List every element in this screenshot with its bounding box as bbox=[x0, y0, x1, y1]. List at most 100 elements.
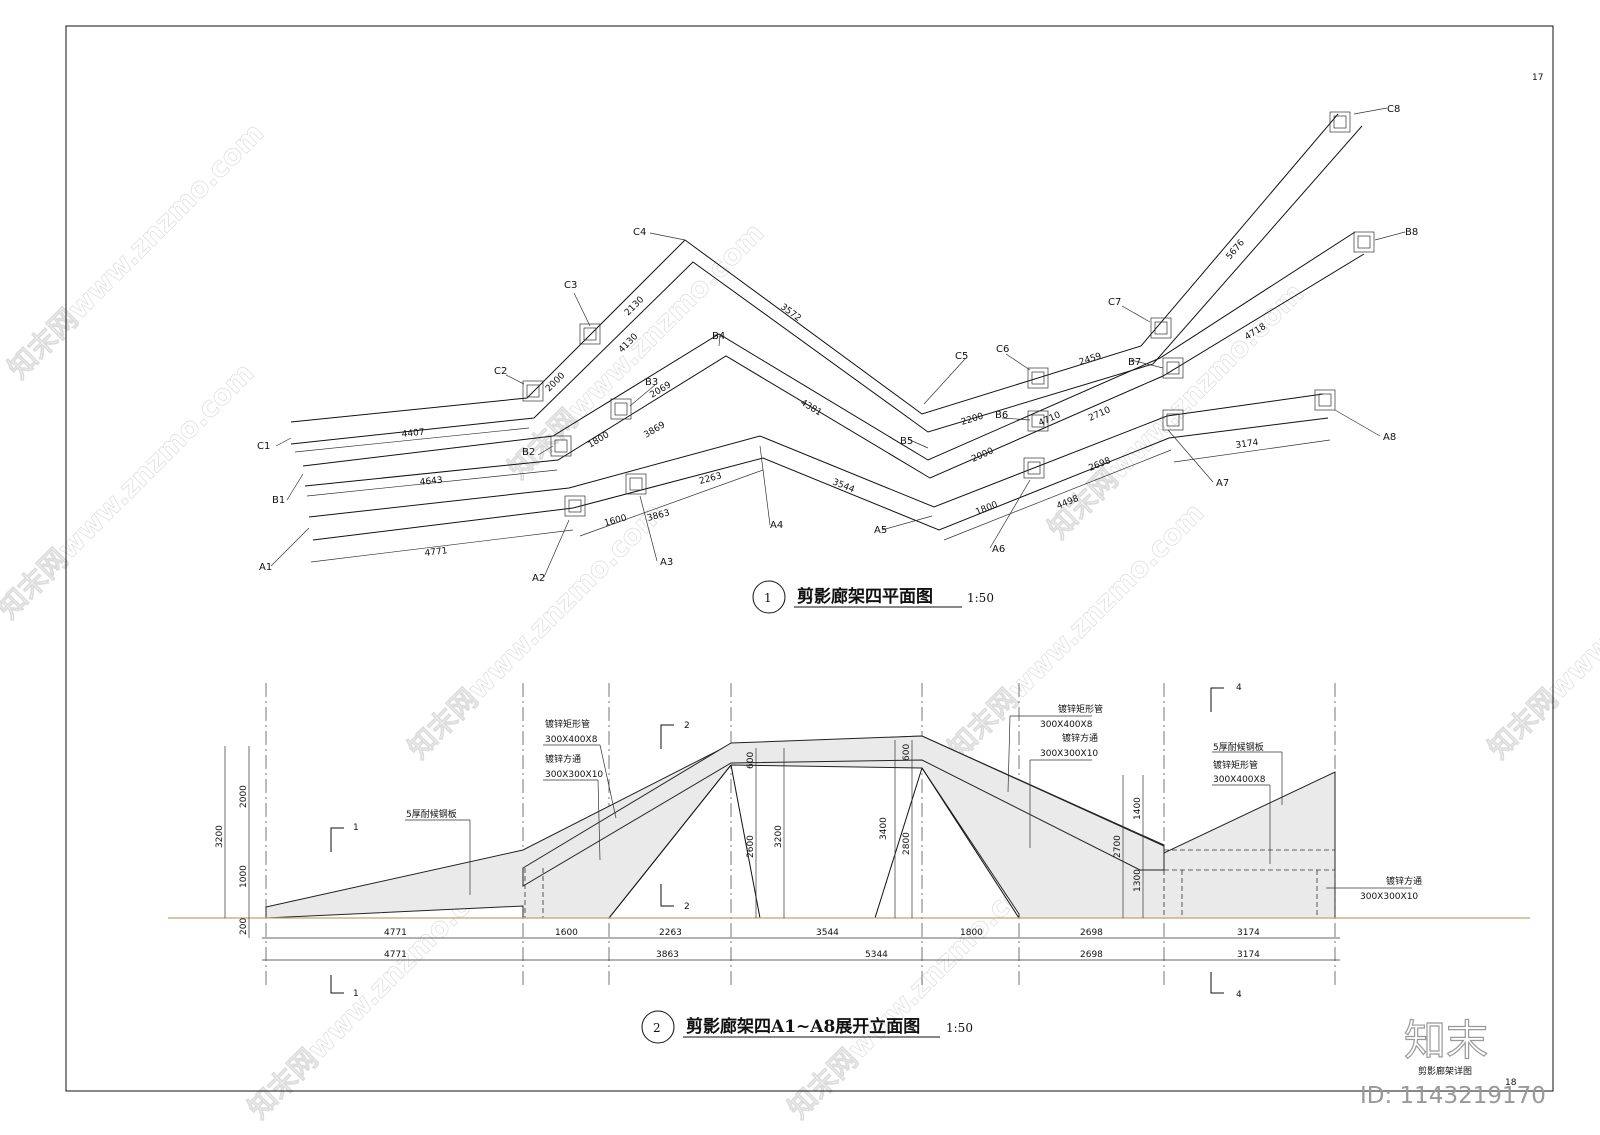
elevation-dim-row1: 4771 1600 2263 3544 1800 2698 3174 bbox=[384, 928, 1260, 938]
svg-text:300X400X8: 300X400X8 bbox=[1040, 720, 1093, 730]
svg-text:A5: A5 bbox=[874, 525, 887, 536]
svg-text:镀锌矩形管: 镀锌矩形管 bbox=[545, 718, 590, 730]
elevation-title: 剪影廊架四A1~A8展开立面图 bbox=[686, 1016, 920, 1037]
brand-watermark: 知末 剪影廊架详图 18 ID: 1143219170 bbox=[1360, 1015, 1546, 1109]
plan-leaders bbox=[270, 107, 1406, 578]
svg-text:C8: C8 bbox=[1387, 104, 1400, 115]
elevation-notes: 5厚耐候钢板 镀锌矩形管 300X400X8 镀锌方通 300X300X10 镀… bbox=[405, 703, 1422, 902]
page-number: 17 bbox=[1532, 73, 1543, 83]
svg-text:5厚耐候钢板: 5厚耐候钢板 bbox=[406, 808, 457, 820]
svg-text:B1: B1 bbox=[272, 495, 285, 506]
svg-text:3174: 3174 bbox=[1237, 950, 1260, 960]
svg-text:B7: B7 bbox=[1128, 357, 1141, 368]
svg-text:C2: C2 bbox=[494, 366, 507, 377]
svg-text:A2: A2 bbox=[532, 573, 545, 584]
svg-text:镀锌方通: 镀锌方通 bbox=[545, 753, 581, 765]
svg-text:A3: A3 bbox=[660, 557, 673, 568]
top-beam bbox=[522, 735, 1165, 887]
svg-text:2459: 2459 bbox=[1078, 352, 1103, 368]
elevation-dim-row2: 4771 3863 5344 2698 3174 bbox=[384, 950, 1260, 960]
svg-text:2200: 2200 bbox=[960, 412, 985, 428]
svg-text:镀锌矩形管: 镀锌矩形管 bbox=[1213, 759, 1258, 771]
section-markers: 1 1 2 2 4 4 bbox=[330, 683, 1242, 1000]
svg-text:4407: 4407 bbox=[401, 428, 425, 440]
svg-text:3200: 3200 bbox=[215, 825, 225, 848]
svg-text:1600: 1600 bbox=[555, 928, 578, 938]
svg-text:1800: 1800 bbox=[960, 928, 983, 938]
svg-text:A4: A4 bbox=[770, 520, 783, 531]
svg-text:B5: B5 bbox=[900, 436, 913, 447]
svg-text:2000: 2000 bbox=[544, 371, 567, 394]
svg-text:镀锌方通: 镀锌方通 bbox=[1062, 732, 1098, 744]
beam-b bbox=[302, 231, 1365, 487]
svg-text:3544: 3544 bbox=[816, 928, 839, 938]
svg-text:2: 2 bbox=[684, 902, 690, 912]
svg-text:2263: 2263 bbox=[659, 928, 682, 938]
svg-text:A6: A6 bbox=[992, 544, 1005, 555]
svg-text:4: 4 bbox=[1236, 990, 1242, 1000]
watermark-text: 知末网www.znzmo.com bbox=[0, 356, 260, 625]
svg-text:3863: 3863 bbox=[656, 950, 679, 960]
svg-text:300X300X10: 300X300X10 bbox=[1040, 749, 1098, 759]
elevation-drawing: 3200 2000 1000 200 600 2600 3200 600 340… bbox=[168, 683, 1530, 1044]
svg-text:4771: 4771 bbox=[384, 950, 407, 960]
watermark-text: 知末网www.znzmo.com bbox=[2, 116, 271, 385]
svg-text:3200: 3200 bbox=[774, 825, 784, 848]
elevation-vdim-text: 3200 2000 1000 200 600 2600 3200 600 340… bbox=[215, 744, 1143, 935]
plan-scale: 1:50 bbox=[967, 591, 994, 605]
elevation-scale: 1:50 bbox=[946, 1021, 973, 1035]
svg-text:4381: 4381 bbox=[798, 398, 823, 418]
plan-axis-labels: C1 C2 C3 C4 C5 C6 C7 C8 B1 B2 B3 B4 B5 B… bbox=[257, 104, 1418, 584]
beam-c bbox=[290, 113, 1363, 445]
svg-text:C3: C3 bbox=[564, 280, 577, 291]
plan-title: 剪影廊架四平面图 bbox=[797, 586, 933, 607]
svg-text:300X400X8: 300X400X8 bbox=[1213, 775, 1266, 785]
svg-text:3544: 3544 bbox=[831, 478, 856, 496]
watermark-text: 知末网www.znzmo.com bbox=[1042, 276, 1311, 545]
svg-text:2698: 2698 bbox=[1080, 950, 1103, 960]
svg-text:A1: A1 bbox=[259, 562, 272, 573]
svg-text:2700: 2700 bbox=[1113, 835, 1123, 858]
sheet-border bbox=[65, 25, 1554, 1092]
plan-dim-text: 4407 2000 2130 4130 3572 2200 2459 5676 … bbox=[401, 238, 1268, 559]
plan-dim-lines bbox=[294, 427, 1331, 563]
svg-text:5344: 5344 bbox=[865, 950, 888, 960]
elevation-vdim-lines bbox=[224, 740, 1144, 938]
svg-text:镀锌方通: 镀锌方通 bbox=[1386, 875, 1422, 887]
svg-text:3174: 3174 bbox=[1235, 438, 1259, 451]
hidden-members bbox=[524, 849, 1336, 918]
watermark-text: 知末网www.znzmo.com bbox=[1482, 496, 1600, 765]
drawing-caption: 剪影廊架详图 bbox=[1418, 1065, 1472, 1077]
svg-text:C5: C5 bbox=[955, 351, 968, 362]
svg-text:2: 2 bbox=[684, 721, 690, 731]
svg-text:2000: 2000 bbox=[970, 446, 995, 465]
rafters bbox=[608, 764, 1020, 919]
plan-number: 1 bbox=[764, 591, 772, 605]
svg-text:2600: 2600 bbox=[746, 835, 756, 858]
svg-text:300X300X10: 300X300X10 bbox=[1360, 892, 1418, 902]
svg-text:C4: C4 bbox=[633, 227, 646, 238]
svg-text:1400: 1400 bbox=[1133, 797, 1143, 820]
plan-title-block: 1 剪影廊架四平面图 1:50 bbox=[752, 580, 994, 614]
svg-text:B6: B6 bbox=[995, 410, 1008, 421]
beam-a bbox=[308, 393, 1329, 541]
svg-text:C7: C7 bbox=[1108, 297, 1121, 308]
svg-text:4643: 4643 bbox=[419, 476, 443, 488]
svg-text:4771: 4771 bbox=[384, 928, 407, 938]
svg-text:C1: C1 bbox=[257, 441, 270, 452]
svg-text:300X300X10: 300X300X10 bbox=[545, 770, 603, 780]
svg-text:1800: 1800 bbox=[586, 430, 611, 451]
svg-text:3400: 3400 bbox=[879, 817, 889, 840]
brand-logo: 知末 bbox=[1404, 1016, 1488, 1065]
svg-text:3174: 3174 bbox=[1237, 928, 1260, 938]
svg-text:600: 600 bbox=[902, 744, 912, 761]
elevation-hdim-lines bbox=[262, 937, 1340, 961]
svg-text:200: 200 bbox=[239, 918, 249, 935]
watermark-layer: 知末网www.znzmo.com 知末网www.znzmo.com 知末网www… bbox=[0, 116, 1600, 1125]
id-label: ID: 1143219170 bbox=[1360, 1083, 1546, 1109]
svg-text:5厚耐候钢板: 5厚耐候钢板 bbox=[1213, 741, 1264, 753]
page-number-bottom: 18 bbox=[1505, 1078, 1517, 1088]
elevation-title-block: 2 剪影廊架四A1~A8展开立面图 1:50 bbox=[641, 1010, 973, 1044]
